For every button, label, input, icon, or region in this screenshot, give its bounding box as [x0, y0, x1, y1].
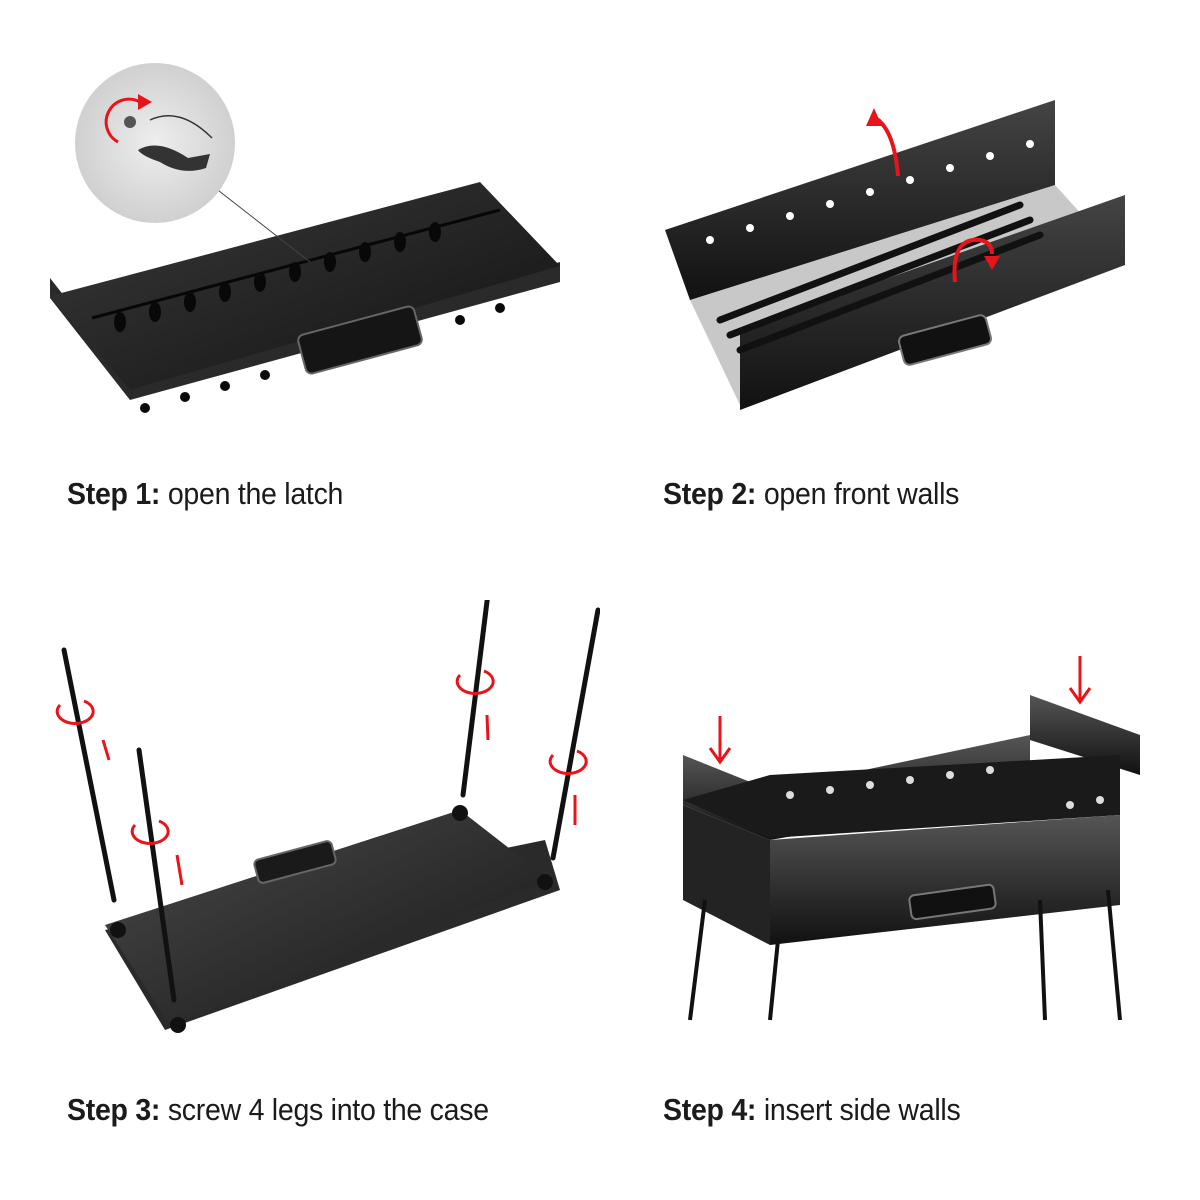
step-1-text: open the latch [167, 476, 344, 511]
latch-grill-case-image [50, 63, 560, 413]
step-3-text: screw 4 legs into the case [167, 1092, 489, 1127]
step-4-panel: Step 4: insert side walls [600, 600, 1200, 1200]
step-2-caption: Step 2: open front walls [663, 476, 959, 512]
zoom-circle [75, 63, 235, 223]
assembled-grill-image [683, 656, 1140, 1021]
legs-image [55, 600, 600, 1033]
step-2-label: Step 2: [663, 476, 757, 511]
step-4-label: Step 4: [663, 1092, 757, 1127]
step-2-panel: Step 2: open front walls [600, 0, 1200, 600]
step-1-caption: Step 1: open the latch [67, 476, 343, 512]
step-4-caption: Step 4: insert side walls [663, 1092, 961, 1128]
step-4-text: insert side walls [763, 1092, 961, 1127]
step-1-panel: Step 1: open the latch [0, 0, 600, 600]
step-3-caption: Step 3: screw 4 legs into the case [67, 1092, 489, 1128]
step-1-label: Step 1: [67, 476, 161, 511]
step-3-label: Step 3: [67, 1092, 161, 1127]
step-2-text: open front walls [763, 476, 960, 511]
open-walls-image [665, 100, 1125, 410]
step-3-panel: Step 3: screw 4 legs into the case [0, 600, 600, 1200]
